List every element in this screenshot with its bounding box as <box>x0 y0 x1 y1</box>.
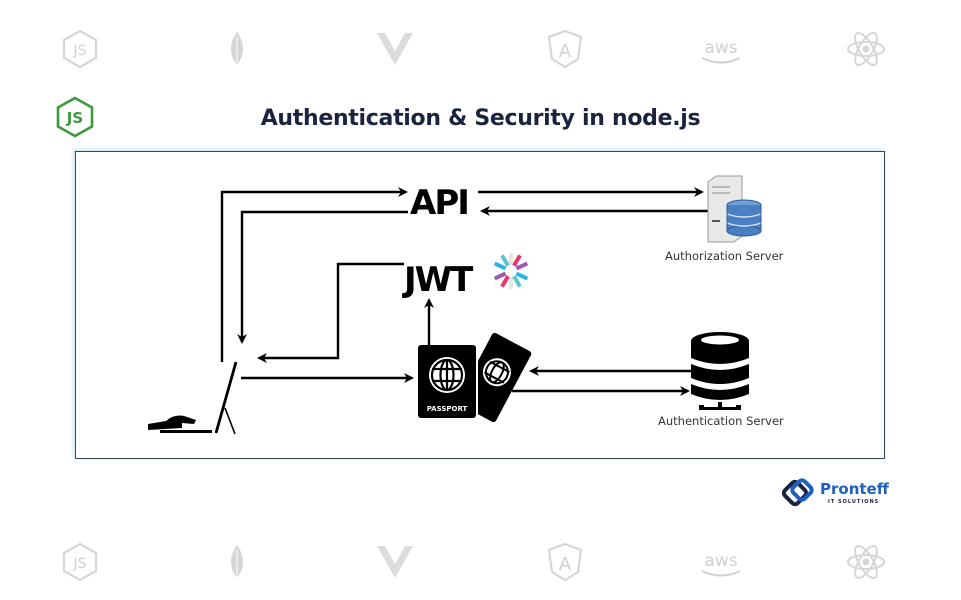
flow-user-to-api <box>220 187 408 362</box>
api-label: API <box>410 183 468 223</box>
react-icon <box>846 542 886 582</box>
authorization-server-icon <box>707 175 762 243</box>
nodejs-logo-icon: JS <box>54 96 96 138</box>
aws-icon: aws <box>696 542 746 582</box>
svg-text:aws: aws <box>704 38 737 58</box>
authentication-server-icon <box>691 332 749 410</box>
svg-text:aws: aws <box>704 551 737 571</box>
svg-text:A: A <box>559 41 572 62</box>
flow-api-to-user <box>237 210 408 344</box>
authentication-server-label: Authentication Server <box>658 414 784 428</box>
jwt-label: JWT <box>402 260 474 300</box>
user-at-computer-icon <box>148 361 238 435</box>
svg-text:JS: JS <box>72 43 86 59</box>
svg-text:JS: JS <box>66 109 83 127</box>
nodejs-icon: JS <box>60 542 100 582</box>
aws-icon: aws <box>696 29 746 69</box>
authorization-server-label: Authorization Server <box>665 249 784 263</box>
react-icon <box>846 29 886 69</box>
pronteff-brand: Pronteff IT SOLUTIONS <box>781 478 892 512</box>
svg-text:PASSPORT: PASSPORT <box>427 405 468 413</box>
pronteff-logo-icon <box>781 478 816 512</box>
nodejs-icon: JS <box>60 29 100 69</box>
passport-icon: PASSPORT <box>418 332 532 423</box>
page-title: Authentication & Security in node.js <box>260 106 701 131</box>
svg-text:JS: JS <box>72 556 86 572</box>
jwt-logo-icon <box>493 253 529 289</box>
angular-icon: A <box>545 542 585 582</box>
brand-tagline: IT SOLUTIONS <box>828 499 880 505</box>
svg-text:A: A <box>559 554 572 575</box>
mongodb-leaf-icon <box>217 542 257 582</box>
vue-icon <box>375 29 415 69</box>
angular-icon: A <box>545 29 585 69</box>
vue-icon <box>375 542 415 582</box>
flow-jwt-to-user <box>257 262 404 363</box>
mongodb-leaf-icon <box>217 29 257 69</box>
brand-name: Pronteff <box>820 480 889 498</box>
